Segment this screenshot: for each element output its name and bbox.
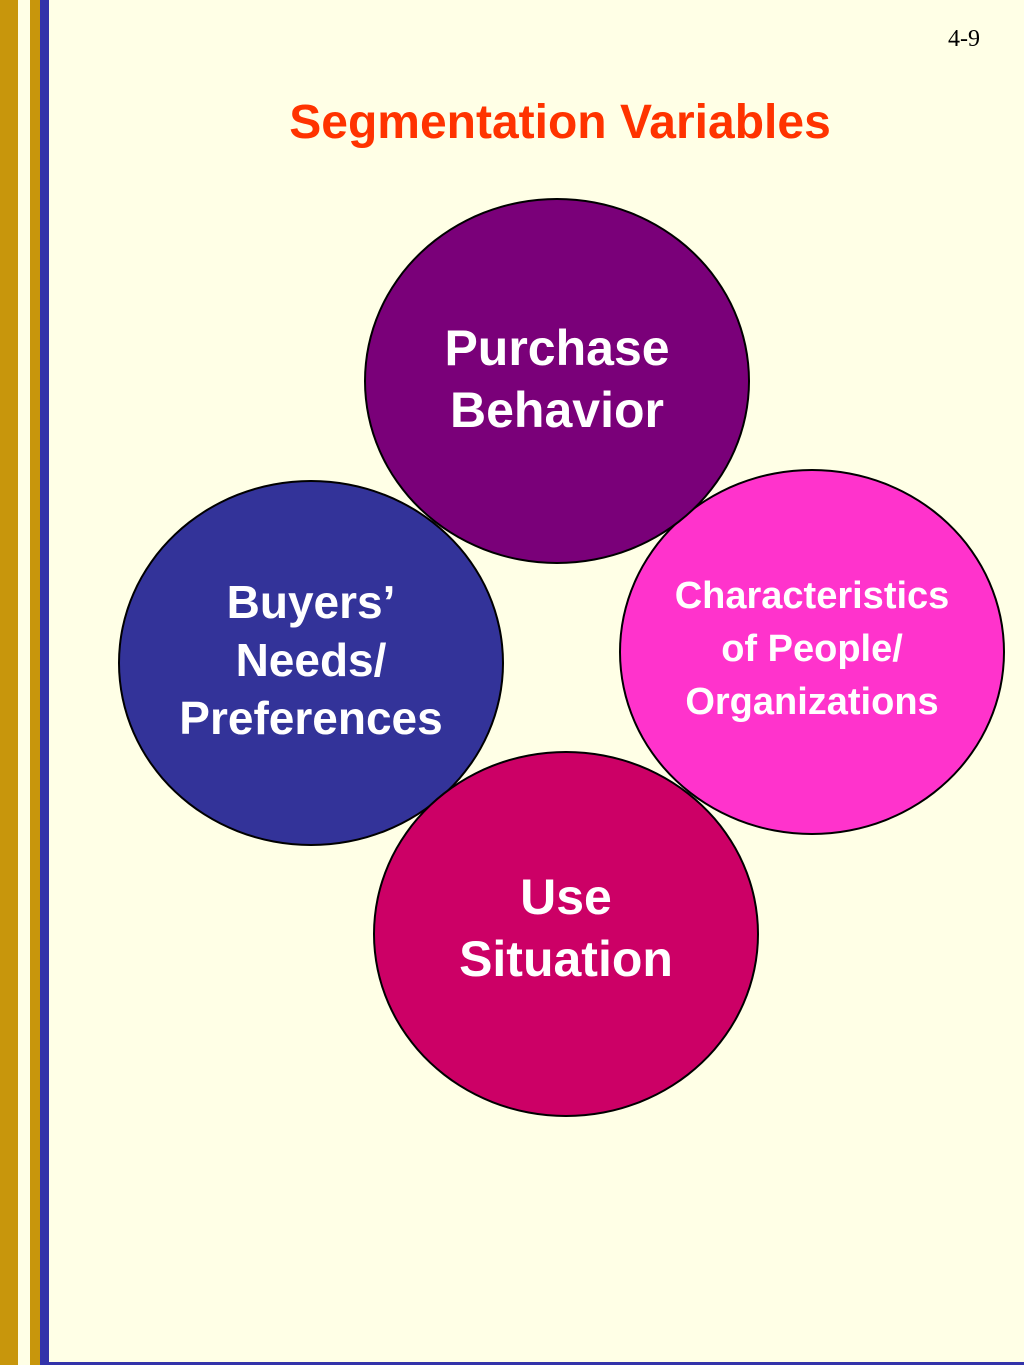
left-blue-stripe <box>40 0 49 1365</box>
circle-buyers-needs: Buyers’ Needs/ Preferences <box>118 480 504 846</box>
circle-purchase-behavior-line-2: Behavior <box>450 382 664 438</box>
left-cream-stripe <box>18 0 30 1365</box>
slide-title: Segmentation Variables <box>289 96 831 149</box>
bottom-blue-line <box>49 1362 1024 1365</box>
circle-use-situation-line-1: Use <box>520 869 612 925</box>
circle-purchase-behavior-label: Purchase Behavior <box>444 317 669 441</box>
circle-characteristics-line-1: Characteristics <box>674 574 950 617</box>
circle-purchase-behavior-line-1: Purchase <box>444 320 670 376</box>
left-gold-stripe <box>0 0 18 1365</box>
circle-characteristics-label: Characteristics of People/ Organizations <box>675 570 950 729</box>
circle-buyers-needs-line-1: Buyers’ <box>226 576 396 628</box>
circle-purchase-behavior: Purchase Behavior <box>364 198 750 564</box>
circle-use-situation-label: Use Situation <box>459 866 673 990</box>
circle-use-situation-line-2: Situation <box>459 931 673 987</box>
slide-number: 4-9 <box>948 26 980 52</box>
circle-characteristics-line-3: Organizations <box>685 680 939 723</box>
circle-buyers-needs-label: Buyers’ Needs/ Preferences <box>179 573 442 747</box>
left-gold-stripe-inner <box>30 0 40 1365</box>
circle-characteristics: Characteristics of People/ Organizations <box>619 469 1005 835</box>
circle-use-situation: Use Situation <box>373 751 759 1117</box>
circle-characteristics-line-2: of People/ <box>721 627 903 670</box>
circle-buyers-needs-line-3: Preferences <box>179 692 443 744</box>
circle-buyers-needs-line-2: Needs/ <box>235 634 387 686</box>
